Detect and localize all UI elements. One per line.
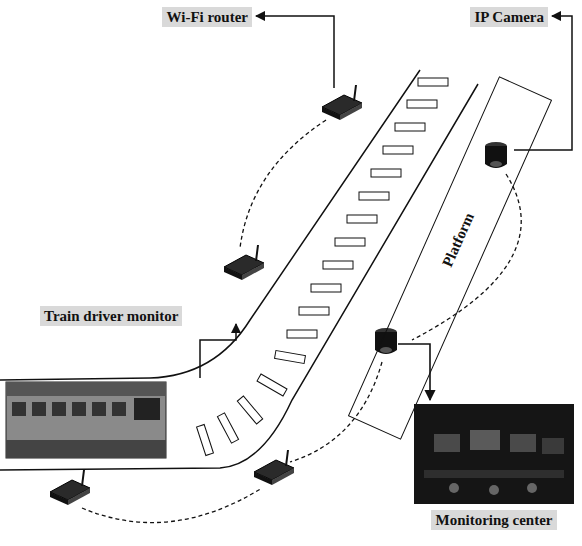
ip-camera-icon [375,328,397,354]
photo-detail [470,430,500,450]
track-rail [0,70,420,380]
device-label: Wi-Fi router [162,7,252,27]
track-rail [0,84,478,470]
track-sleepers [197,78,448,456]
photo-detail [424,470,564,478]
video-feed-arrow [398,344,430,400]
photo-detail [414,404,574,504]
ip-camera-icon [485,142,507,168]
wifi-router-icon [50,470,90,505]
device-label: Train driver monitor [40,306,182,326]
device-label: IP Camera [470,7,548,27]
train-photo [6,382,166,458]
photo-detail [527,483,537,493]
platform-label: Platform [438,210,478,270]
photo-detail [510,434,536,452]
photo-detail [489,485,499,495]
wifi-router-icon [254,450,294,485]
photo-detail [542,438,564,454]
photo-detail [449,483,459,493]
leader-line [200,16,572,378]
monitoring-center: Monitoring center [410,404,578,530]
wifi-router-icon [322,85,362,120]
photo-detail [434,434,460,452]
monitoring-room-photo [414,404,574,504]
center-label: Monitoring center [431,510,556,530]
wifi-router-icon [224,245,264,280]
